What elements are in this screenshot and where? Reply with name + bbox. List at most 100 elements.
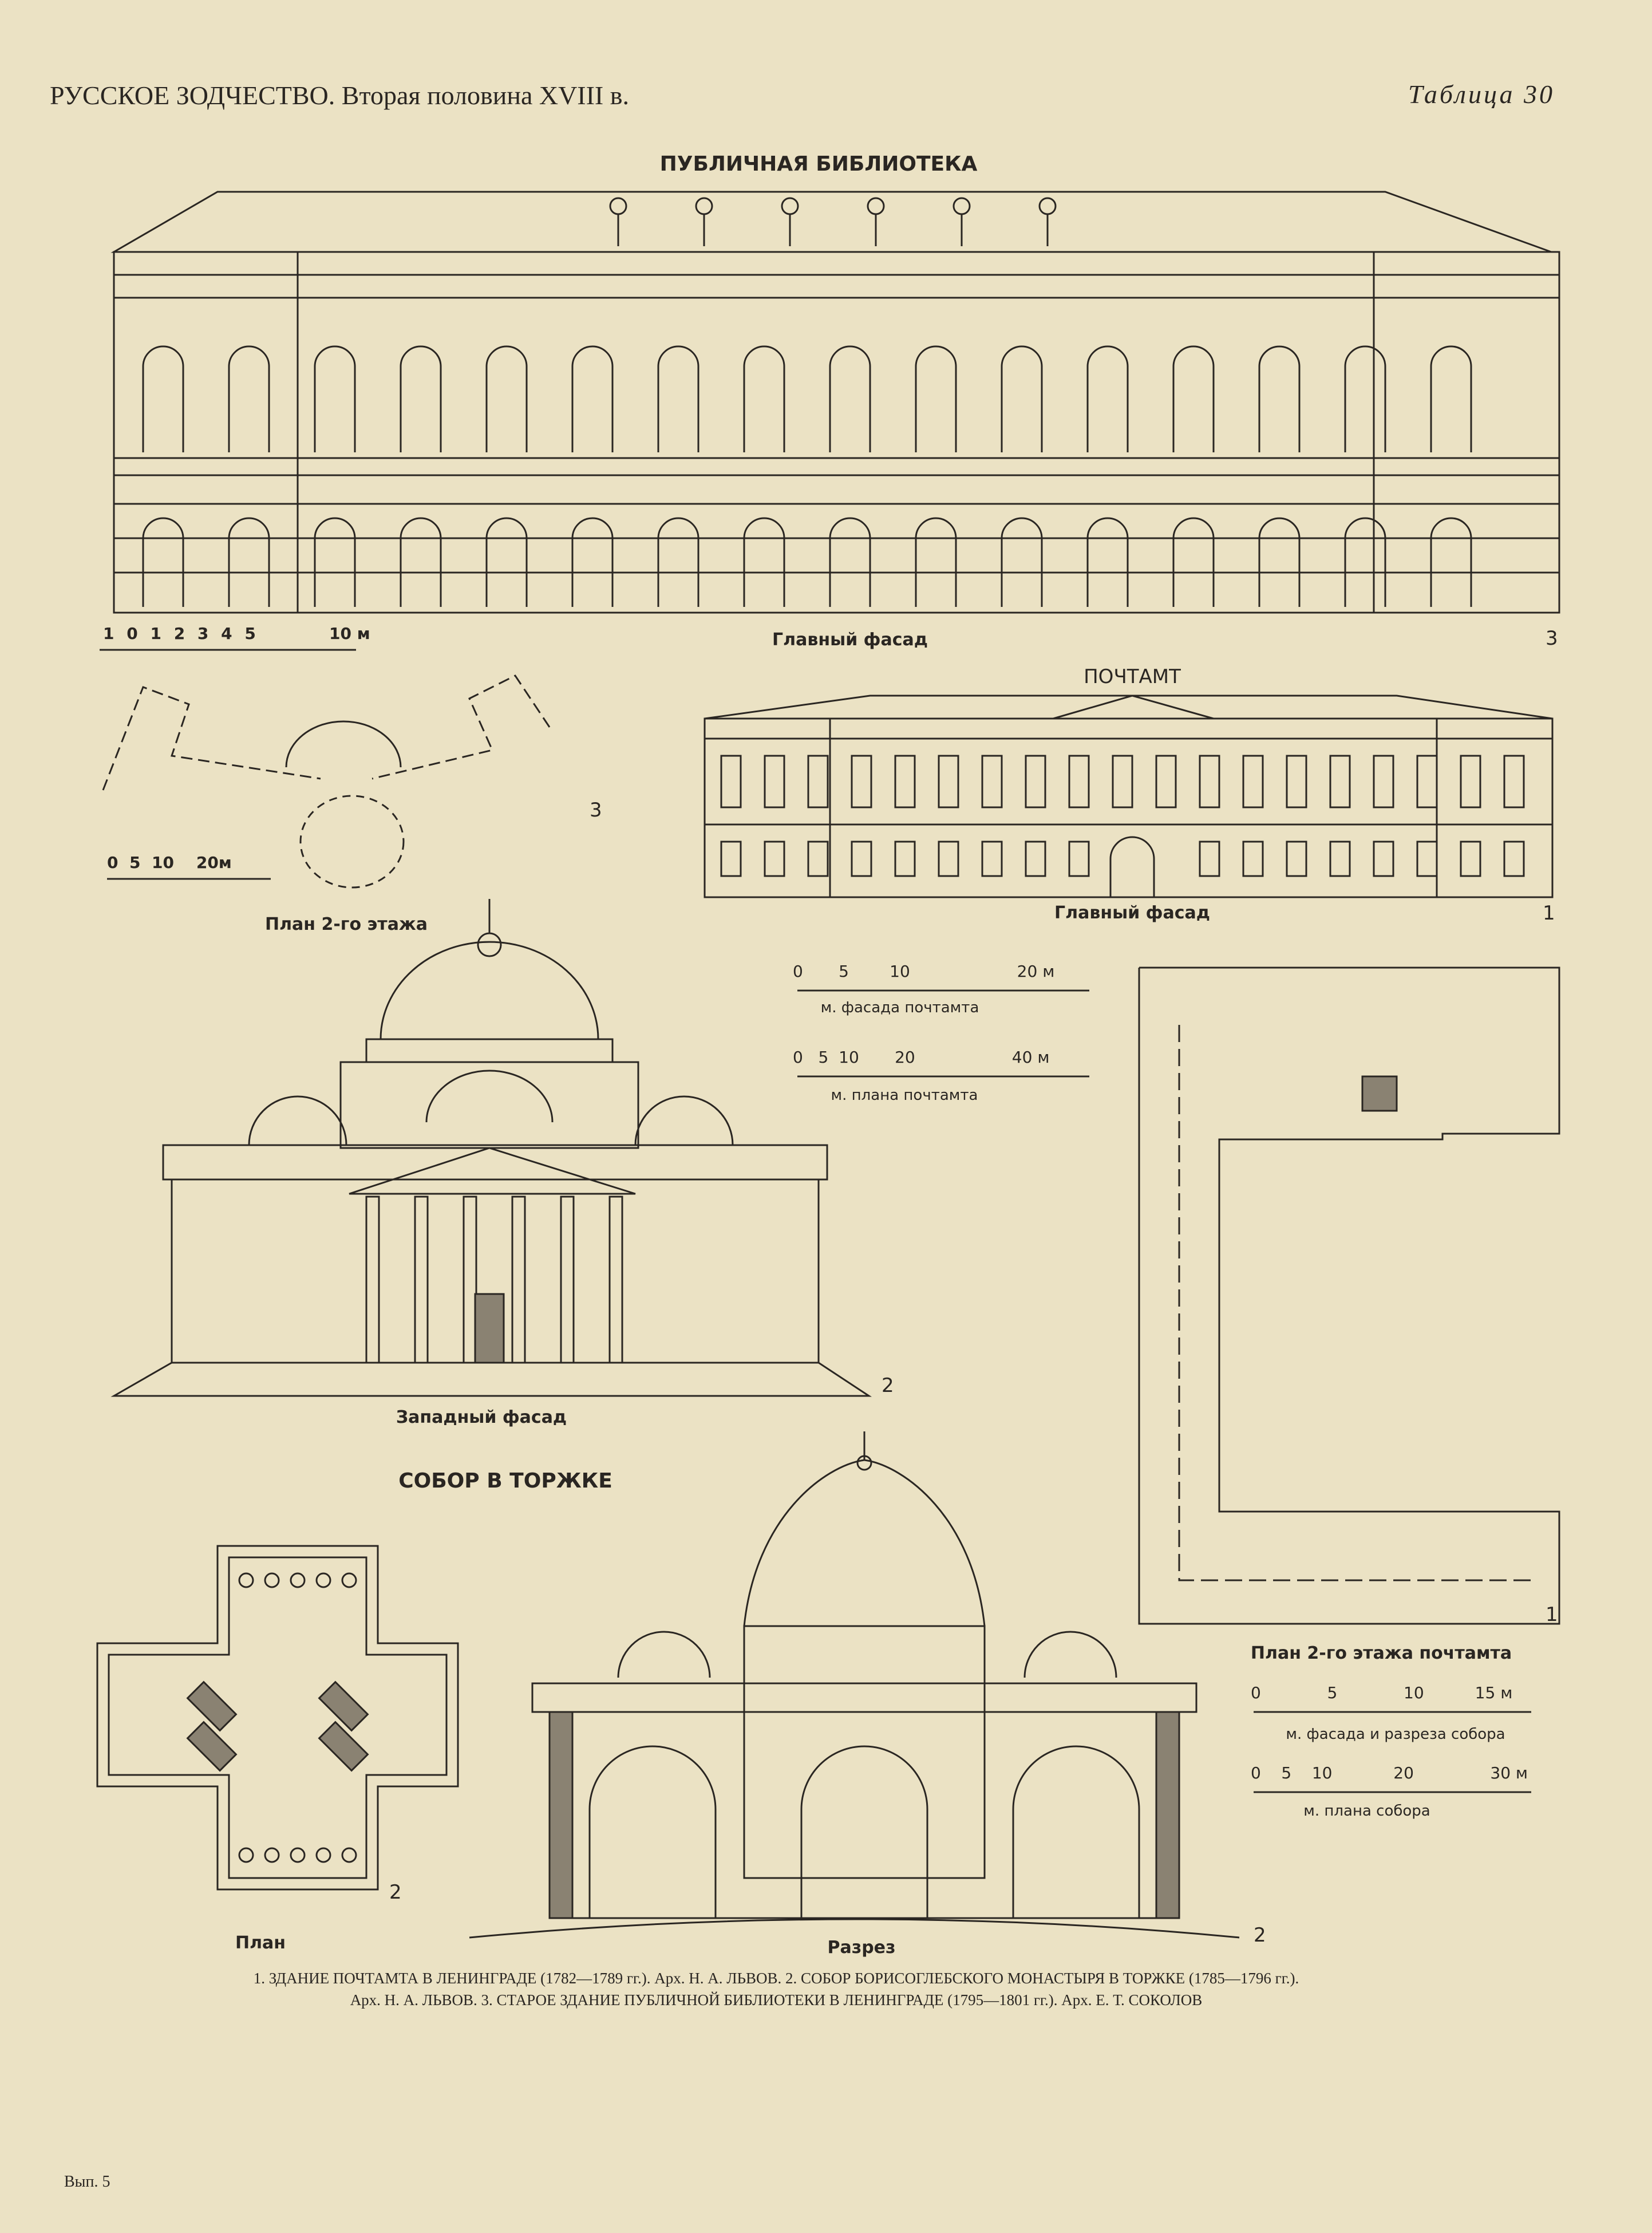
window (657, 517, 699, 607)
column (414, 1196, 429, 1364)
window (571, 517, 614, 607)
post-facade-drawing (704, 695, 1554, 898)
window (142, 517, 184, 607)
post-plan-drawing (1138, 966, 1560, 1625)
cathedral-facade-scale: 0 5 10 15 м (1251, 1683, 1513, 1702)
statue (867, 197, 885, 215)
post-scales (797, 989, 1089, 1078)
plate-number: Таблица 30 (1408, 80, 1555, 109)
cathedral-plan-scale-label: м. плана собора (1303, 1802, 1430, 1820)
window (720, 841, 742, 877)
pier (318, 1680, 369, 1732)
library-scale-end: 10 м (329, 624, 370, 643)
library-title: ПУБЛИЧНАЯ БИБЛИОТЕКА (659, 152, 978, 176)
window (1086, 517, 1129, 607)
window (1416, 755, 1438, 808)
window (1242, 755, 1264, 808)
window (938, 755, 959, 808)
cathedral-west-facade-drawing (110, 899, 872, 1397)
window (851, 755, 872, 808)
cathedral-plan-number: 2 (389, 1881, 402, 1904)
window (851, 841, 872, 877)
post-plan-label: План 2-го этажа почтамта (1250, 1643, 1512, 1663)
cathedral-plan-scale: 0 5 10 20 30 м (1251, 1763, 1528, 1782)
window (142, 345, 184, 452)
library-facade-number: 3 (1546, 627, 1558, 650)
window (1258, 345, 1301, 452)
window (829, 345, 871, 452)
window (1503, 841, 1525, 877)
window (1329, 755, 1351, 808)
cathedral-plan-drawing (96, 1545, 459, 1891)
window (1344, 517, 1386, 607)
window (1199, 841, 1220, 877)
post-plan-number: 1 (1546, 1603, 1558, 1626)
window (807, 841, 829, 877)
window (571, 345, 614, 452)
window (743, 345, 785, 452)
column-dot (238, 1572, 254, 1588)
window (1329, 841, 1351, 877)
column-dot (290, 1572, 306, 1588)
statue (953, 197, 971, 215)
window (1286, 755, 1307, 808)
post-facade-number: 1 (1543, 902, 1555, 925)
window (720, 755, 742, 808)
section-label: Разрез (827, 1938, 896, 1958)
window (1258, 517, 1301, 607)
window (1025, 841, 1046, 877)
post-title: ПОЧТАМТ (1084, 665, 1181, 688)
window (915, 345, 957, 452)
window (1155, 755, 1177, 808)
window (400, 345, 442, 452)
window (743, 517, 785, 607)
post-facade-scale: 0 5 10 20 м (793, 962, 1055, 981)
library-plan-drawing (102, 674, 551, 889)
window (314, 345, 356, 452)
column-dot (341, 1572, 357, 1588)
column (365, 1196, 380, 1364)
column-dot (341, 1847, 357, 1863)
pier (186, 1680, 238, 1732)
library-facade-label: Главный фасад (772, 630, 928, 650)
window (981, 841, 1003, 877)
pier (186, 1721, 238, 1772)
window (915, 517, 957, 607)
window (1373, 841, 1394, 877)
window (400, 517, 442, 607)
post-facade-scale-label: м. фасада почтамта (820, 999, 979, 1016)
column-dot (264, 1847, 280, 1863)
window (314, 517, 356, 607)
window (1001, 345, 1043, 452)
window (1344, 345, 1386, 452)
window (1286, 841, 1307, 877)
pier (318, 1721, 369, 1772)
library-facade-drawing (110, 191, 1560, 614)
cathedral-section-drawing (469, 1431, 1240, 1939)
window (1172, 517, 1215, 607)
window (938, 841, 959, 877)
caption-line-1: 1. ЗДАНИЕ ПОЧТАМТА В ЛЕНИНГРАДЕ (1782—17… (253, 1970, 1299, 1987)
window (1086, 345, 1129, 452)
window (1430, 345, 1472, 452)
column-dot (238, 1847, 254, 1863)
statue (695, 197, 713, 215)
column (560, 1196, 575, 1364)
window (894, 755, 916, 808)
window (807, 755, 829, 808)
window (1460, 841, 1481, 877)
window (1460, 755, 1481, 808)
window (1199, 755, 1220, 808)
book-title: РУССКОЕ ЗОДЧЕСТВО. (50, 81, 335, 110)
window (1112, 755, 1133, 808)
window (485, 517, 528, 607)
window (981, 755, 1003, 808)
window (657, 345, 699, 452)
column-dot (315, 1572, 331, 1588)
window (1373, 755, 1394, 808)
window (894, 841, 916, 877)
window (829, 517, 871, 607)
library-plan-label: План 2-го этажа (264, 914, 428, 934)
cathedral-plan-label: План (235, 1933, 286, 1953)
